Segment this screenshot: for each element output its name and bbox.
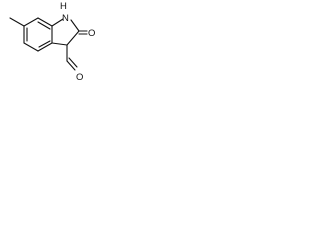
bond-ring-top-double <box>37 21 51 30</box>
bond-ring-top <box>37 17 53 27</box>
bond-n-c2 <box>70 19 80 32</box>
chemical-structure: H N O O <box>9 1 95 83</box>
bond-ring-bottom <box>37 42 53 52</box>
nh-hydrogen-label: H <box>60 1 67 12</box>
bond-cho-o-double <box>68 57 78 68</box>
bond-c2-c3 <box>66 30 80 46</box>
bond-c3-c3a <box>51 42 68 46</box>
bond-cho-o <box>66 60 76 71</box>
bond-methyl <box>9 17 25 27</box>
lactam-oxygen-label: O <box>88 28 95 39</box>
bond-ring-lower-left <box>23 42 39 52</box>
bond-ring-bottom-double <box>38 40 51 48</box>
aldehyde-oxygen-label: O <box>76 72 83 83</box>
nh-nitrogen-label: N <box>62 13 69 24</box>
bond-ring-upper-left <box>23 17 39 27</box>
bond-c7a-n <box>51 18 64 27</box>
